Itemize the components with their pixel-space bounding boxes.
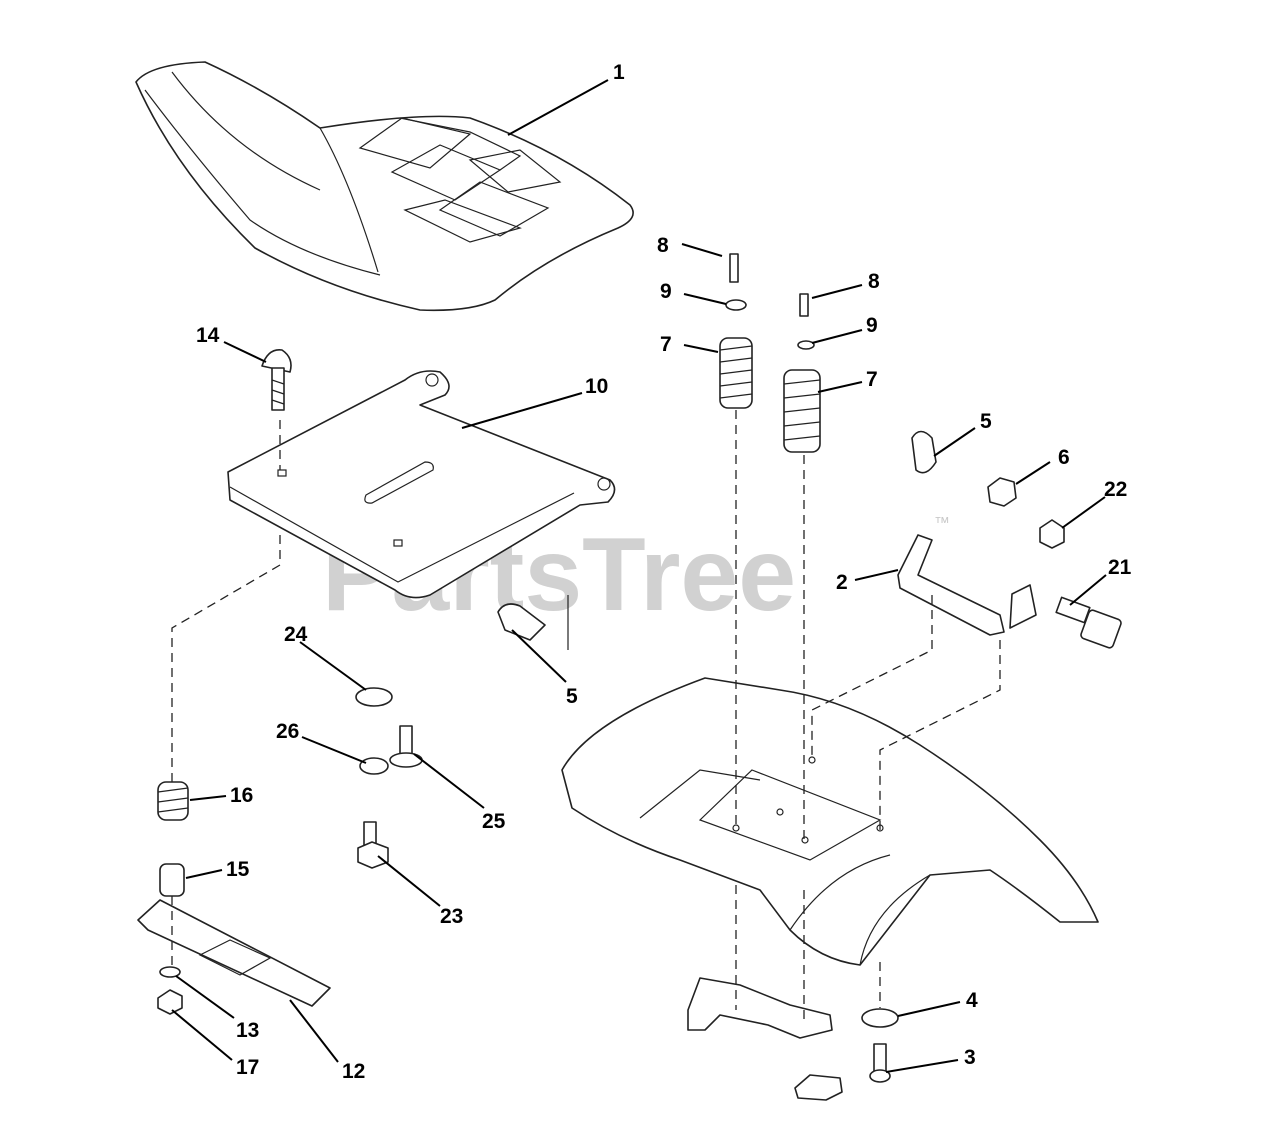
callout-3: 3: [964, 1046, 976, 1069]
callout-8-left: 8: [657, 234, 669, 257]
callout-6: 6: [1058, 446, 1070, 469]
lower-left-mount: [137, 781, 331, 1015]
callout-15: 15: [226, 858, 250, 881]
callout-24: 24: [284, 623, 308, 646]
callout-8-right: 8: [868, 270, 880, 293]
callout-5-right: 5: [980, 410, 992, 433]
callout-16: 16: [230, 784, 253, 807]
callout-7-right: 7: [866, 368, 878, 391]
callout-17: 17: [236, 1056, 259, 1079]
leader-lines: [171, 79, 1107, 1073]
hardware-left: [355, 603, 546, 869]
callout-13: 13: [236, 1019, 259, 1042]
callout-numbers: 1 14 10 8 9 7 8 9 7 5 6 22 2 21 24 5 26 …: [196, 61, 1132, 1083]
carriage-bolt: [261, 349, 292, 411]
callout-4: 4: [966, 989, 978, 1012]
alignment-lines: [171, 410, 1001, 1020]
seat-pan: [227, 370, 616, 650]
tractor-frame: [561, 677, 1099, 1101]
hardware-right: [897, 430, 1122, 649]
callout-23: 23: [440, 905, 463, 928]
seat: [135, 61, 634, 312]
callout-25: 25: [482, 810, 506, 833]
callout-2: 2: [836, 571, 848, 594]
callout-1: 1: [613, 61, 625, 84]
spring-stack-right: [783, 293, 821, 453]
callout-12: 12: [342, 1060, 365, 1083]
spring-stack-left: [719, 253, 753, 409]
callout-26: 26: [276, 720, 299, 743]
watermark-trademark: ™: [934, 515, 950, 532]
callout-10: 10: [585, 375, 608, 398]
callout-21: 21: [1108, 556, 1132, 579]
callout-14: 14: [196, 324, 220, 347]
callout-9-right: 9: [866, 314, 878, 337]
callout-22: 22: [1104, 478, 1127, 501]
callout-7-left: 7: [660, 333, 672, 356]
callout-5-left: 5: [566, 685, 578, 708]
callout-9-left: 9: [660, 280, 672, 303]
